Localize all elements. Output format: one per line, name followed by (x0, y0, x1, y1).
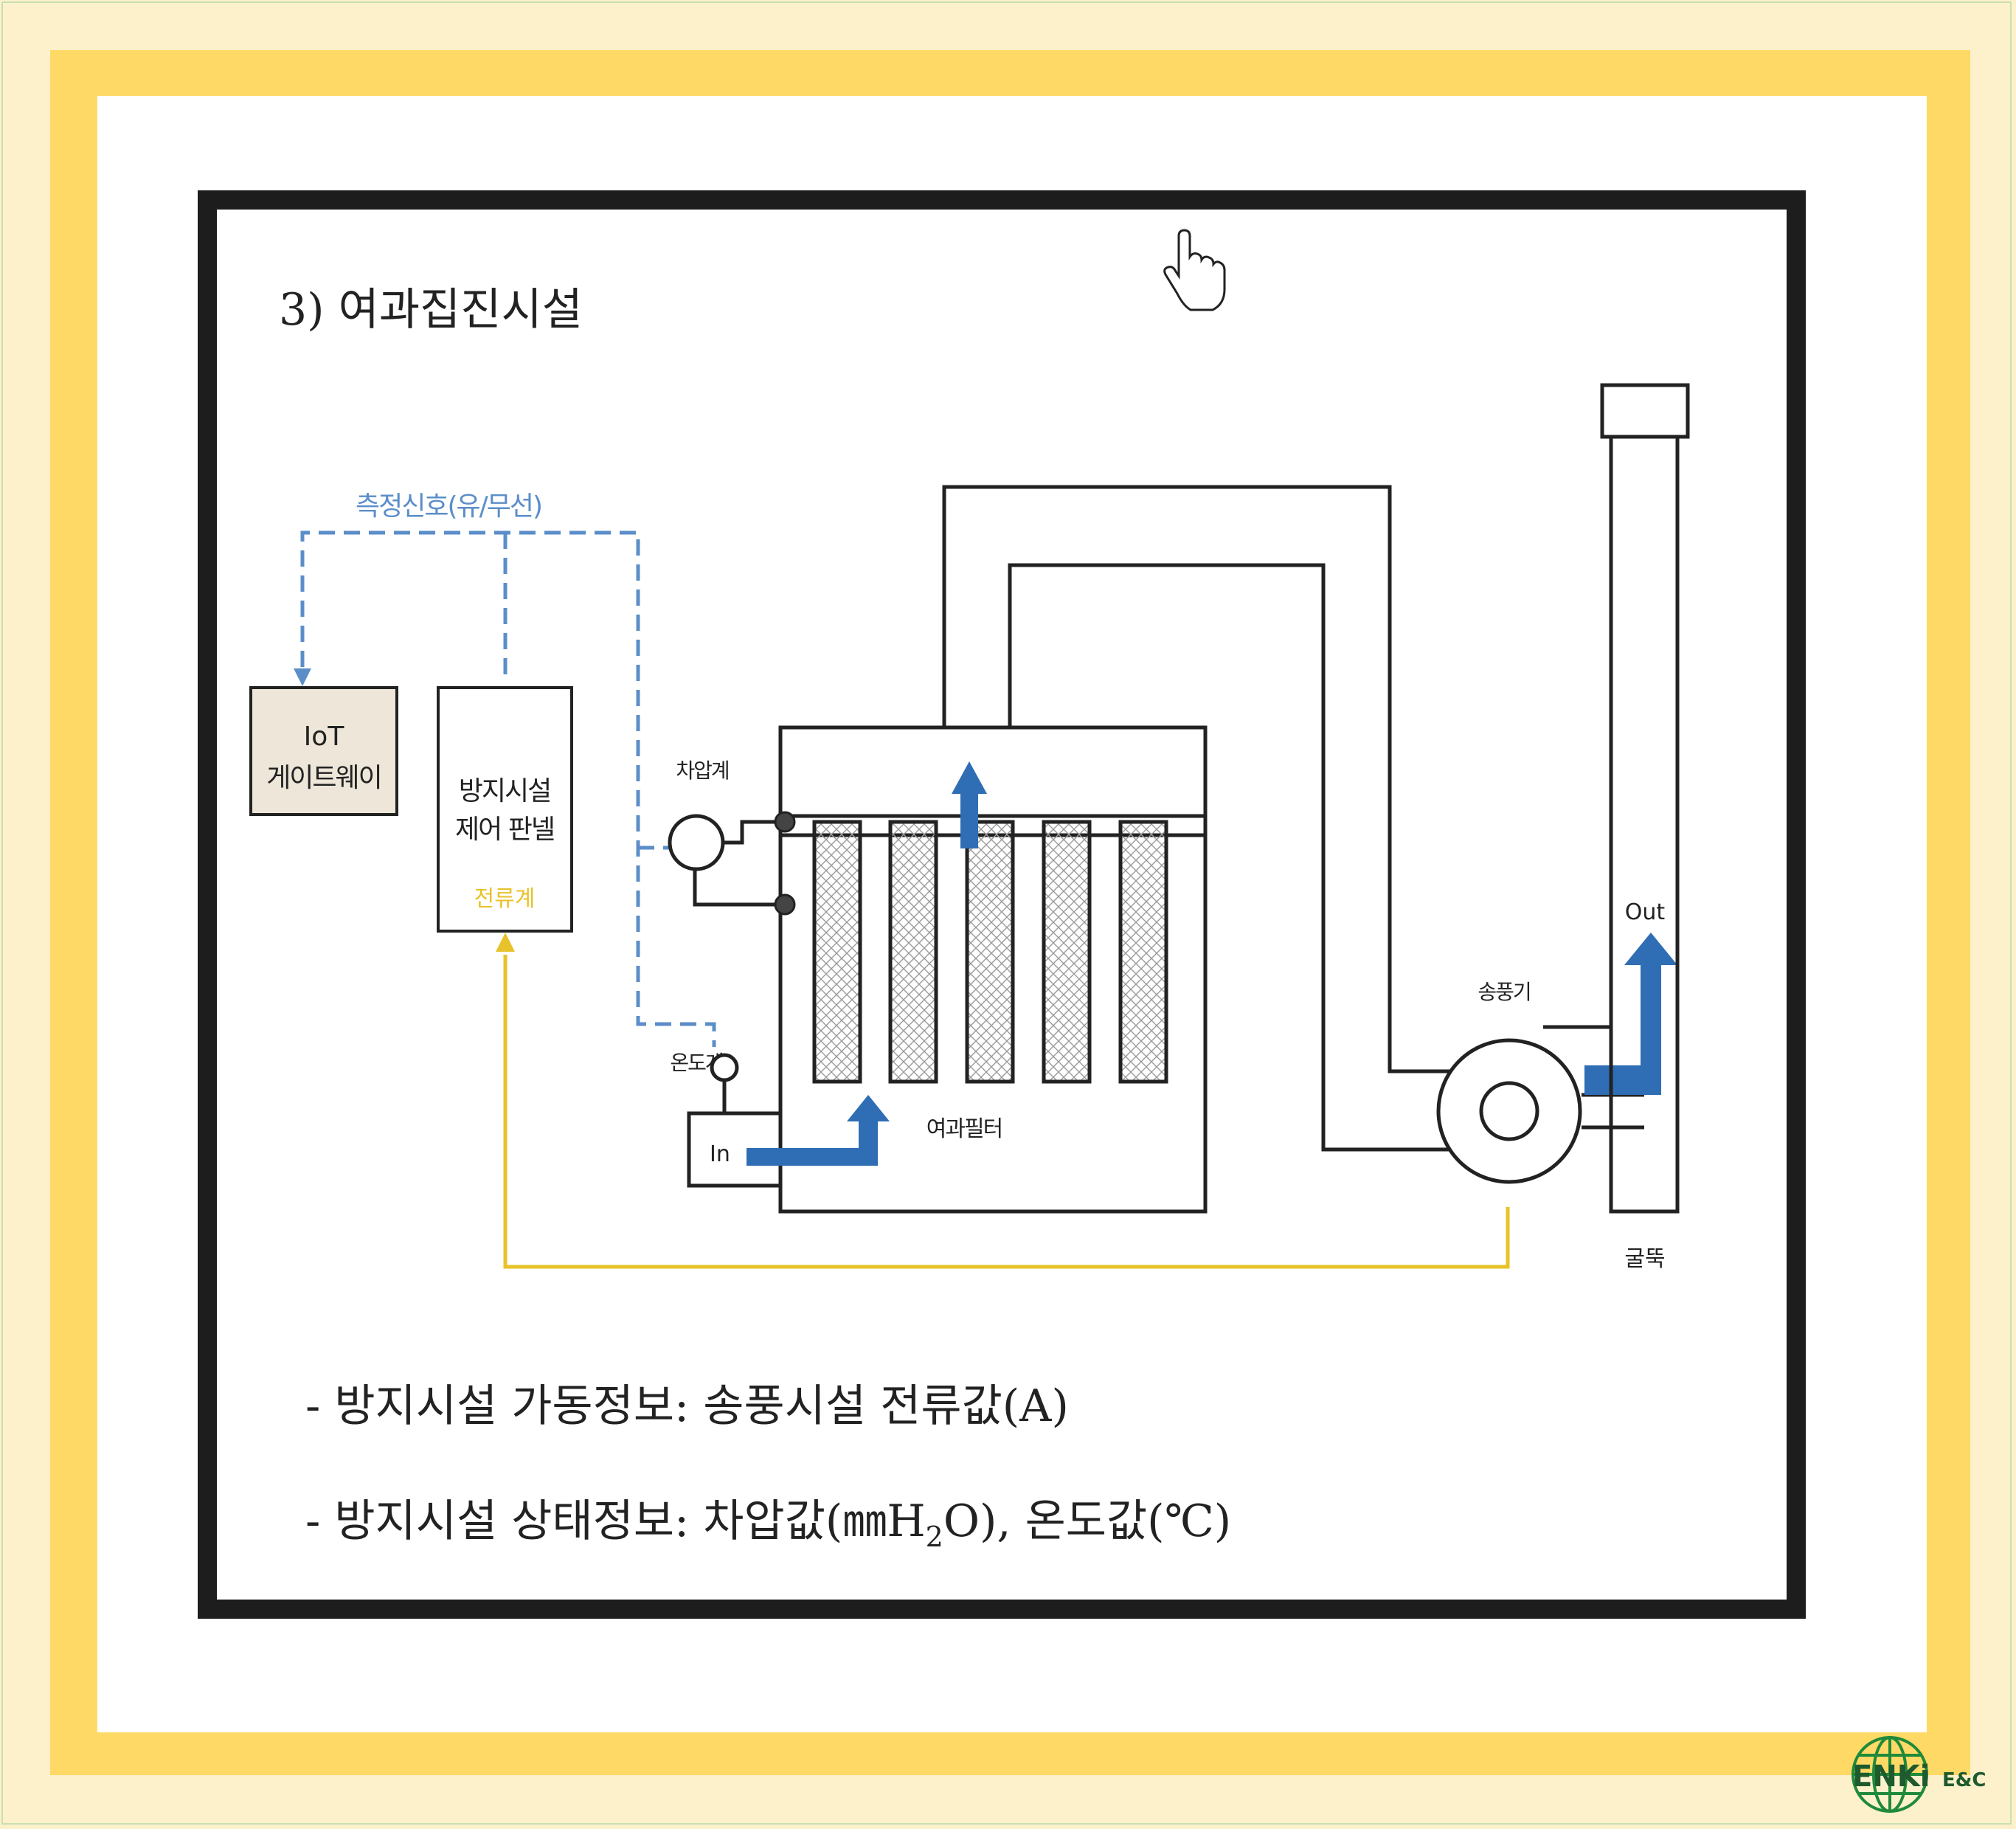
signal-arrowhead-icon (294, 668, 311, 686)
control-panel-label-line2: 제어 판넬 (455, 815, 554, 845)
filter-label: 여과필터 (926, 1116, 1002, 1142)
slide-frame: 3) 여과집진시설 측정신호(유/무선) IoT 게이트웨이 방지시설 제어 판… (198, 190, 1806, 1619)
current-arrowhead-icon (496, 933, 515, 952)
page-title: 3) 여과집진시설 (279, 284, 583, 336)
logo-brand: ENKi (1852, 1760, 1930, 1794)
stack-label: 굴뚝 (1624, 1246, 1665, 1272)
differential-pressure-gauge: 차압계 (668, 758, 796, 916)
control-panel-box: 방지시설 제어 판넬 전류계 (437, 686, 573, 933)
diff-pressure-label: 차압계 (676, 758, 728, 783)
operation-info-bullet: - 방지시설 가동정보: 송풍시설 전류값(A) (305, 1380, 1069, 1432)
blower-label: 송풍기 (1478, 980, 1530, 1004)
filter-bag (812, 820, 862, 1084)
status-info-suffix: O), 온도값(℃) (943, 1496, 1231, 1547)
iot-gateway-box: IoT 게이트웨이 (249, 686, 398, 816)
filter-bag (1118, 820, 1168, 1084)
control-panel-label-line1: 방지시설 (459, 776, 550, 806)
status-info-bullet: - 방지시설 상태정보: 차압값(㎜H2O), 온도값(℃) (305, 1496, 1231, 1553)
flow-up-arrow-icon (952, 761, 987, 848)
inlet-duct: In (687, 1095, 890, 1188)
hand-cursor-icon (1163, 229, 1226, 311)
status-info-prefix: - 방지시설 상태정보: 차압값(㎜H (305, 1496, 926, 1547)
filter-bags (812, 820, 1168, 1084)
globe-icon (1852, 1736, 1928, 1813)
filter-dust-collector-diagram: 3) 여과집진시설 측정신호(유/무선) IoT 게이트웨이 방지시설 제어 판… (249, 229, 1690, 1553)
iot-gateway-label-line2: 게이트웨이 (266, 763, 381, 793)
stack: Out 굴뚝 (1600, 383, 1690, 1272)
current-signal-line (496, 933, 1510, 1269)
signal-label: 측정신호(유/무선) (356, 491, 541, 522)
status-info-subscript: 2 (926, 1521, 943, 1553)
inlet-label: In (710, 1141, 730, 1167)
iot-gateway-label-line1: IoT (304, 722, 345, 752)
inlet-flow-arrow-icon (747, 1095, 890, 1166)
logo-suffix: E&C (1942, 1769, 1986, 1791)
outlet-label: Out (1625, 899, 1666, 925)
filter-bag (888, 820, 938, 1084)
blower: 송풍기 (1436, 933, 1677, 1184)
ammeter-label: 전류계 (474, 886, 536, 912)
enki-logo: ENKi E&C (1852, 1736, 1986, 1813)
outlet-duct (942, 485, 1463, 1152)
filter-bag (1042, 820, 1092, 1084)
filter-bag (965, 820, 1015, 1084)
blower-flow-arrow-icon (1584, 933, 1677, 1095)
